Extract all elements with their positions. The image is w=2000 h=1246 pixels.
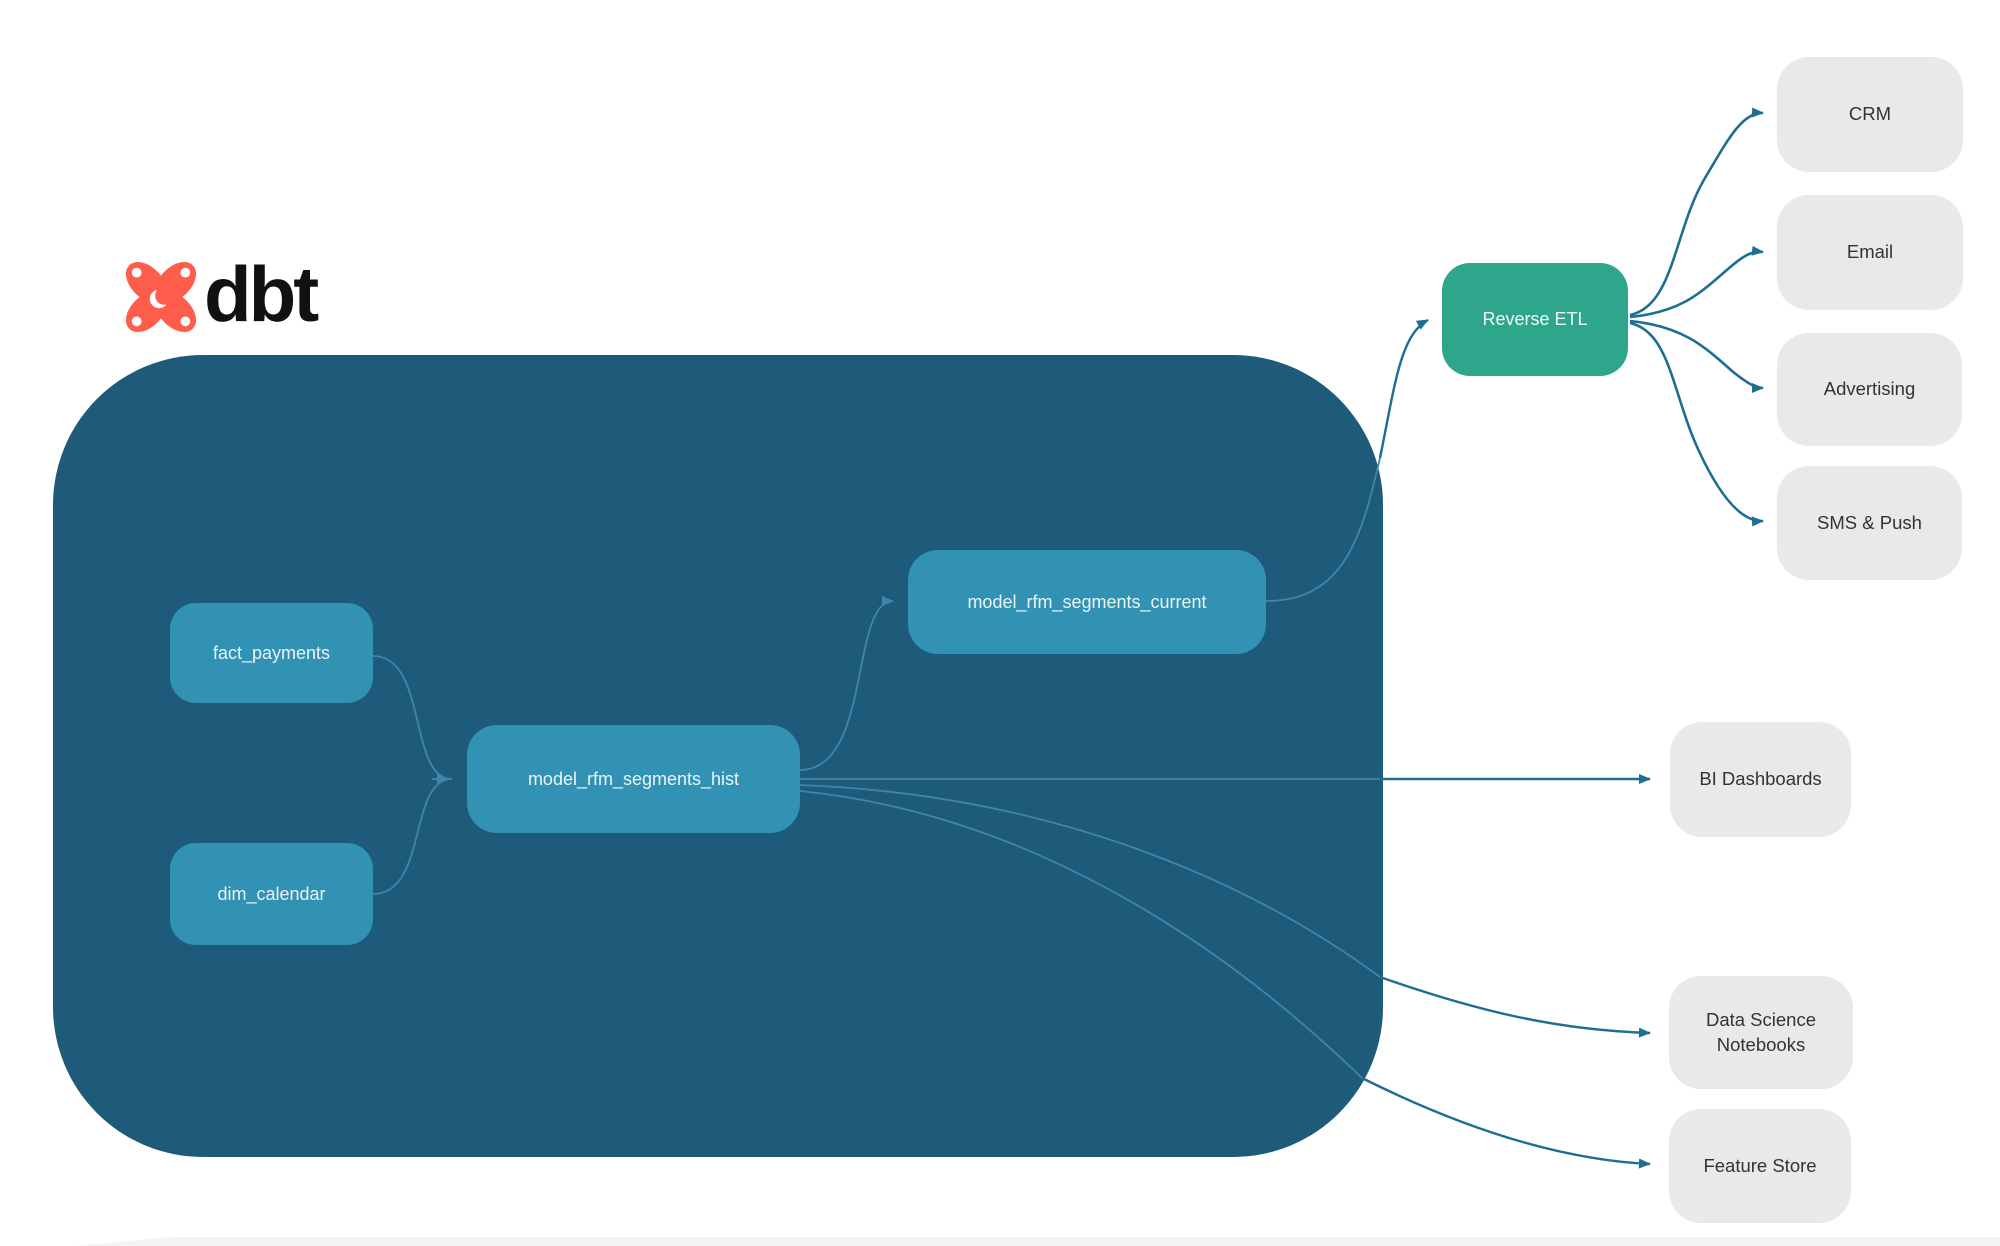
bottom-edge-strip xyxy=(75,1237,2000,1246)
dbt-logo-wordmark: dbt xyxy=(204,250,319,338)
dbt-logo-icon xyxy=(125,261,197,333)
node-crm-label: CRM xyxy=(1848,103,1892,125)
edge-hist-to-feature-store xyxy=(1361,1076,1651,1169)
edge-reverse-etl-to-advertising xyxy=(1629,319,1764,393)
node-model-rfm-segments-current: model_rfm_segments_current xyxy=(908,550,1266,654)
node-bi-dashboards: BI Dashboards xyxy=(1670,722,1851,837)
node-sms-push: SMS & Push xyxy=(1777,466,1962,580)
node-reverse-etl-label: Reverse ETL xyxy=(1482,309,1588,329)
node-model-rfm-segments-hist: model_rfm_segments_hist xyxy=(467,725,800,833)
node-fact-payments-label: fact_payments xyxy=(212,642,331,663)
node-fact-payments: fact_payments xyxy=(170,603,373,703)
node-feature-store: Feature Store xyxy=(1669,1109,1851,1223)
edge-reverse-etl-to-email xyxy=(1629,245,1764,319)
node-model-rfm-segments-current-label: model_rfm_segments_current xyxy=(967,591,1207,612)
edge-current-to-reverse-etl xyxy=(1378,318,1429,459)
node-bi-dashboards-label: BI Dashboards xyxy=(1699,768,1822,790)
node-sms-push-label: SMS & Push xyxy=(1817,511,1922,533)
node-data-science-notebooks-label: Data Science Notebooks xyxy=(1705,1008,1817,1055)
node-dim-calendar: dim_calendar xyxy=(170,843,373,945)
node-data-science-notebooks: Data Science Notebooks xyxy=(1669,976,1853,1089)
node-dim-calendar-label: dim_calendar xyxy=(217,883,326,904)
edge-reverse-etl-to-sms-push xyxy=(1629,321,1764,527)
edge-hist-to-data-science-notebooks xyxy=(1379,975,1651,1038)
edge-reverse-etl-to-crm xyxy=(1629,107,1764,317)
node-reverse-etl: Reverse ETL xyxy=(1442,263,1628,376)
node-feature-store-label: Feature Store xyxy=(1703,1154,1817,1176)
node-email-label: Email xyxy=(1846,241,1894,263)
node-crm: CRM xyxy=(1777,57,1963,172)
node-model-rfm-segments-hist-label: model_rfm_segments_hist xyxy=(527,768,740,789)
node-advertising: Advertising xyxy=(1777,333,1962,446)
node-advertising-label: Advertising xyxy=(1823,378,1916,400)
node-email: Email xyxy=(1777,195,1963,310)
